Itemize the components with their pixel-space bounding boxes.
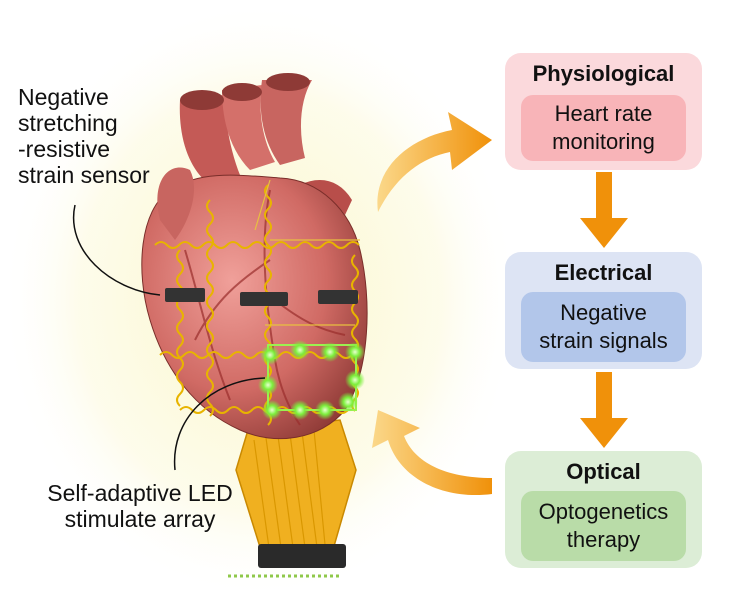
led-leader-line xyxy=(173,377,266,471)
down-arrow-icon xyxy=(580,372,628,448)
card-title: Electrical xyxy=(554,260,653,285)
heart xyxy=(141,73,368,440)
strain-sensor xyxy=(165,288,205,302)
strain-sensors xyxy=(165,288,358,306)
electrical-card: Electrical Negative strain signals xyxy=(505,252,702,369)
led-array xyxy=(258,340,365,420)
down-arrow-icon xyxy=(580,172,628,248)
card-content: Optogenetics therapy xyxy=(521,491,686,561)
strain-sensor xyxy=(240,292,288,306)
curved-arrow-up-icon xyxy=(377,112,492,212)
card-content: Negative strain signals xyxy=(521,292,686,362)
curved-arrow-back-icon xyxy=(372,410,492,496)
card-title: Physiological xyxy=(532,61,675,86)
card-content: Heart rate monitoring xyxy=(521,95,686,161)
optical-card: Optical Optogenetics therapy xyxy=(505,451,702,568)
physiological-card: Physiological Heart rate monitoring xyxy=(505,53,702,170)
cable-connector xyxy=(258,544,346,568)
sensor-label: Negative stretching -resistive strain se… xyxy=(18,84,150,188)
sensor-leader-line xyxy=(72,204,161,296)
led-array-label: Self-adaptive LED stimulate array xyxy=(47,480,233,532)
card-title: Optical xyxy=(566,459,641,484)
strain-sensor xyxy=(318,290,358,304)
ribbon-cable xyxy=(228,419,357,578)
